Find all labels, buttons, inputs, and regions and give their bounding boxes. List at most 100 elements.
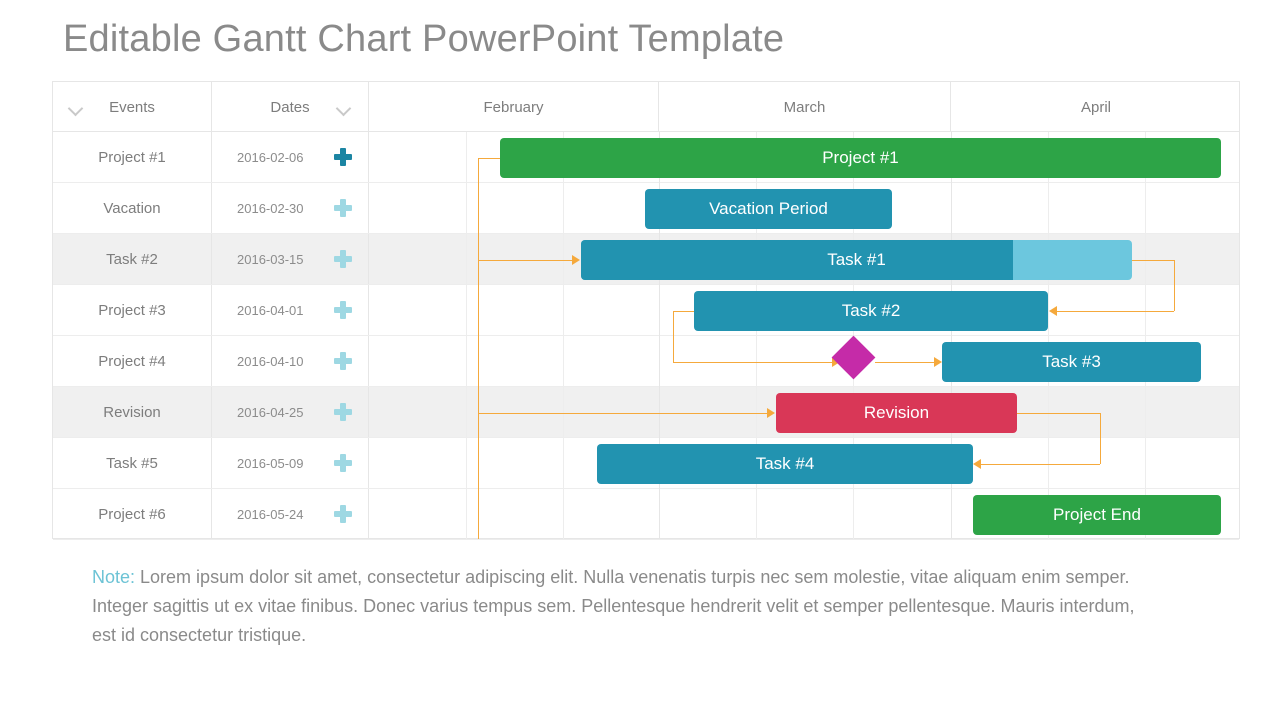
connector-line — [1132, 260, 1174, 261]
row-event-label: Revision — [53, 387, 212, 437]
gridline-month — [951, 132, 952, 539]
connector-line — [1174, 260, 1175, 311]
connector-line — [673, 311, 674, 362]
note-keyword: Note: — [92, 567, 136, 587]
connector-arrow — [973, 459, 981, 469]
column-header-dates[interactable]: Dates — [212, 82, 369, 132]
gantt-bar-label: Project End — [1053, 505, 1141, 524]
gantt-bar-label: Project #1 — [822, 148, 899, 167]
gantt-bar-label: Revision — [863, 403, 930, 422]
table-row[interactable]: Vacation 2016-02-30 — [53, 183, 1239, 234]
row-event-label: Project #6 — [53, 489, 212, 539]
connector-line — [1100, 413, 1101, 464]
row-date-value: 2016-04-01 — [237, 302, 304, 318]
note-paragraph: Note: Lorem ipsum dolor sit amet, consec… — [92, 563, 1152, 650]
row-date-cell: 2016-05-24 — [212, 489, 369, 539]
gantt-bar-vacation-period[interactable]: Vacation Period — [645, 189, 892, 229]
gantt-bar-label: Task #1 — [827, 250, 886, 269]
row-date-value: 2016-04-10 — [237, 353, 304, 369]
plus-icon[interactable] — [334, 403, 352, 421]
row-date-cell: 2016-03-15 — [212, 234, 369, 284]
gantt-bar-task-1[interactable]: Task #1 — [581, 240, 1132, 280]
row-date-cell: 2016-02-06 — [212, 132, 369, 182]
gantt-bar-project-end[interactable]: Project End — [973, 495, 1221, 535]
gridline-week — [466, 132, 467, 539]
row-date-value: 2016-05-24 — [237, 506, 304, 522]
gantt-chart-table: Events Dates February March April Projec… — [52, 81, 1241, 540]
table-body: Project #1 2016-02-06 Vacation 2016-02-3… — [53, 132, 1241, 540]
gantt-bar-project-1[interactable]: Project #1 — [500, 138, 1221, 178]
connector-line — [478, 413, 767, 414]
gantt-bar-task-3[interactable]: Task #3 — [942, 342, 1201, 382]
table-row[interactable]: Task #5 2016-05-09 — [53, 438, 1239, 489]
plus-icon[interactable] — [334, 352, 352, 370]
row-date-cell: 2016-04-25 — [212, 387, 369, 437]
row-date-value: 2016-02-30 — [237, 200, 304, 216]
column-header-events-label: Events — [109, 98, 155, 116]
row-event-label: Task #5 — [53, 438, 212, 488]
row-date-value: 2016-02-06 — [237, 149, 304, 165]
row-date-value: 2016-04-25 — [237, 404, 304, 420]
column-header-events[interactable]: Events — [53, 82, 212, 132]
connector-line — [673, 311, 694, 312]
table-header-row: Events Dates February March April — [53, 82, 1239, 132]
connector-arrow — [767, 408, 775, 418]
connector-line — [673, 362, 832, 363]
plus-icon[interactable] — [334, 301, 352, 319]
row-event-label: Project #3 — [53, 285, 212, 335]
column-header-dates-label: Dates — [270, 98, 310, 116]
row-date-cell: 2016-02-30 — [212, 183, 369, 233]
chevron-down-icon[interactable] — [69, 100, 84, 115]
gantt-bar-task-4[interactable]: Task #4 — [597, 444, 973, 484]
row-date-value: 2016-03-15 — [237, 251, 304, 267]
gridline-week — [756, 132, 757, 539]
gantt-bar-task-2[interactable]: Task #2 — [694, 291, 1048, 331]
plus-icon[interactable] — [334, 250, 352, 268]
table-row[interactable]: Project #3 2016-04-01 — [53, 285, 1239, 336]
connector-arrow — [572, 255, 580, 265]
row-event-label: Task #2 — [53, 234, 212, 284]
gantt-bar-label: Task #4 — [755, 454, 815, 473]
gantt-bar-label: Task #2 — [841, 301, 901, 320]
table-row[interactable]: Project #4 2016-04-10 — [53, 336, 1239, 387]
gantt-bar-progress-segment — [581, 240, 1013, 280]
milestone-diamond-icon[interactable] — [831, 335, 875, 387]
gridline-week — [1048, 132, 1049, 539]
connector-line — [981, 464, 1100, 465]
row-date-cell: 2016-04-10 — [212, 336, 369, 386]
column-header-month-february: February — [369, 82, 659, 132]
connector-line — [478, 158, 479, 539]
row-event-label: Project #4 — [53, 336, 212, 386]
gridline-week — [563, 132, 564, 539]
chevron-down-icon[interactable] — [337, 100, 352, 115]
connector-line — [1057, 311, 1174, 312]
page-title: Editable Gantt Chart PowerPoint Template — [63, 18, 785, 60]
timeline-area: Project #1 Vacation Period Task #1 Task … — [369, 132, 1241, 539]
table-row[interactable]: Project #1 2016-02-06 — [53, 132, 1239, 183]
plus-icon[interactable] — [334, 454, 352, 472]
note-text: Lorem ipsum dolor sit amet, consectetur … — [92, 567, 1135, 645]
gridline-week — [853, 132, 854, 539]
connector-arrow — [1049, 306, 1057, 316]
gantt-bar-revision[interactable]: Revision — [776, 393, 1017, 433]
plus-icon[interactable] — [334, 148, 352, 166]
connector-line — [875, 362, 934, 363]
table-row[interactable]: Revision 2016-04-25 — [53, 387, 1239, 438]
column-header-month-april: April — [1080, 98, 1111, 116]
row-date-cell: 2016-04-01 — [212, 285, 369, 335]
connector-arrow — [934, 357, 942, 367]
table-row[interactable]: Project #6 2016-05-24 — [53, 489, 1239, 540]
row-event-label: Project #1 — [53, 132, 212, 182]
gridline-week — [1145, 132, 1146, 539]
row-event-label: Vacation — [53, 183, 212, 233]
gridline-month — [659, 132, 660, 539]
plus-icon[interactable] — [334, 505, 352, 523]
connector-line — [478, 260, 572, 261]
row-date-cell: 2016-05-09 — [212, 438, 369, 488]
gantt-bar-label: Vacation Period — [709, 199, 828, 218]
column-header-month-march: March — [659, 82, 951, 132]
plus-icon[interactable] — [334, 199, 352, 217]
row-date-value: 2016-05-09 — [237, 455, 304, 471]
connector-line — [1017, 413, 1100, 414]
gantt-bar-label: Task #3 — [1042, 352, 1101, 371]
